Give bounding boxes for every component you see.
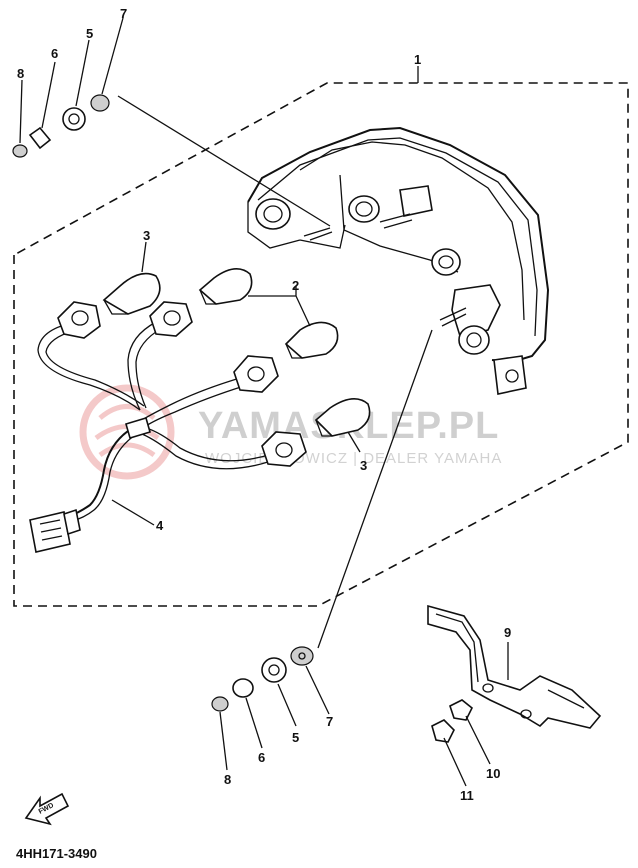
callout-1: 1 [414, 52, 421, 67]
hardware-leader-top [117, 95, 331, 227]
callout-6-top: 6 [51, 46, 58, 61]
callout-leaders [19, 17, 509, 787]
socket-2 [149, 301, 193, 337]
hardware-stack-top [12, 94, 110, 158]
callout-8-top: 8 [17, 66, 24, 81]
license-bracket-assembly [427, 604, 602, 743]
callout-3-top: 3 [143, 228, 150, 243]
callout-8-bottom: 8 [224, 772, 231, 787]
callout-4: 4 [156, 518, 164, 533]
callout-5-bottom: 5 [292, 730, 299, 745]
hardware-leader-bottom [317, 329, 433, 649]
assembly-boundary [13, 82, 629, 607]
callout-7-top: 7 [120, 6, 127, 21]
bulb-3-top [102, 272, 161, 315]
diagram-code: 4HH171-3490 [16, 846, 97, 861]
damper-5-bottom [261, 657, 287, 683]
callout-6-bottom: 6 [258, 750, 265, 765]
nut-8-top [12, 144, 28, 158]
socket-3 [233, 355, 279, 393]
watermark-logo [79, 384, 175, 480]
bulb-harness-assembly [29, 268, 371, 553]
fwd-arrow: FWD [24, 792, 70, 826]
nut-11 [431, 719, 455, 743]
callout-3-bottom: 3 [360, 458, 367, 473]
bolt-10 [449, 699, 474, 721]
callout-10: 10 [486, 766, 500, 781]
nut-8-bottom [211, 696, 229, 712]
washer-7-bottom [290, 646, 314, 666]
watermark-subtext: WOJCIECHOWICZ | DEALER YAMAHA [205, 450, 502, 467]
harness-connector [29, 511, 71, 553]
hardware-stack-bottom [211, 646, 314, 712]
callout-9: 9 [504, 625, 511, 640]
washer-7-top [90, 94, 110, 112]
callout-2: 2 [292, 278, 299, 293]
callout-5-top: 5 [86, 26, 93, 41]
callout-11: 11 [460, 788, 474, 803]
socket-1 [57, 301, 101, 339]
socket-4 [261, 431, 307, 467]
bulb-3-bottom [314, 398, 371, 437]
bulb-2-bottom [284, 321, 339, 359]
callout-labels: 1 2 3 3 4 5 6 7 8 5 6 7 8 9 10 11 [17, 6, 511, 803]
taillight-housing [247, 126, 550, 395]
bulb-2-top [198, 268, 253, 305]
collar-6-top [28, 126, 52, 150]
collar-6-bottom [232, 678, 254, 698]
damper-5-top [62, 107, 86, 131]
callout-7-bottom: 7 [326, 714, 333, 729]
